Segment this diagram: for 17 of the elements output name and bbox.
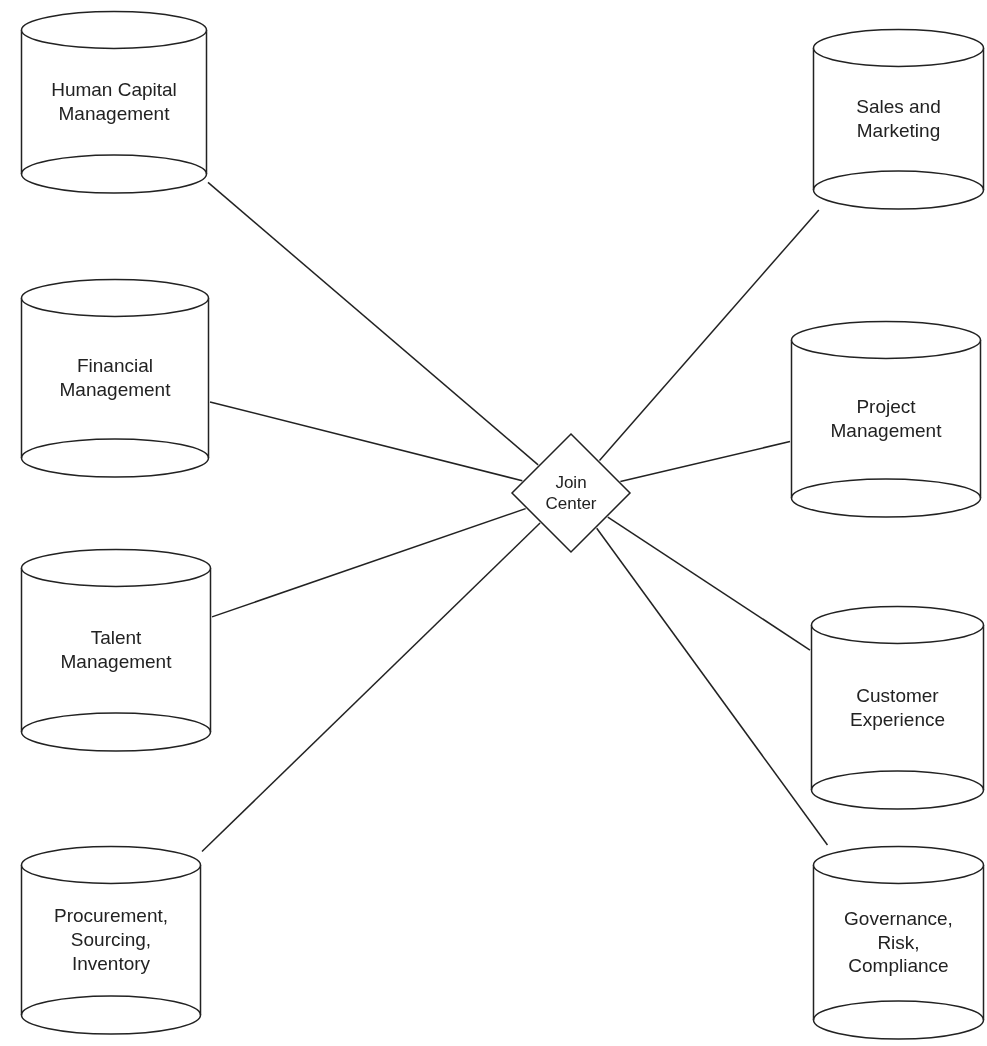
- node-label: Sales and Marketing: [855, 95, 942, 143]
- node-label: Talent Management: [59, 626, 173, 674]
- node-label: Join Center: [544, 471, 598, 515]
- connector-line: [598, 209, 820, 462]
- connector-line: [209, 401, 524, 482]
- node-label: Customer Experience: [848, 683, 947, 732]
- connector-line: [207, 181, 539, 466]
- connector-line: [211, 507, 527, 618]
- connector-line: [619, 440, 791, 483]
- connector-line: [595, 527, 829, 846]
- node-label: Procurement, Sourcing, Inventory: [52, 904, 169, 976]
- node-label: Project Management: [829, 395, 943, 443]
- node-label: Governance, Risk, Compliance: [843, 906, 954, 979]
- node-label: Financial Management: [58, 354, 172, 402]
- connector-line: [607, 516, 811, 651]
- node-label: Human Capital Management: [50, 78, 178, 126]
- connector-line: [201, 522, 541, 853]
